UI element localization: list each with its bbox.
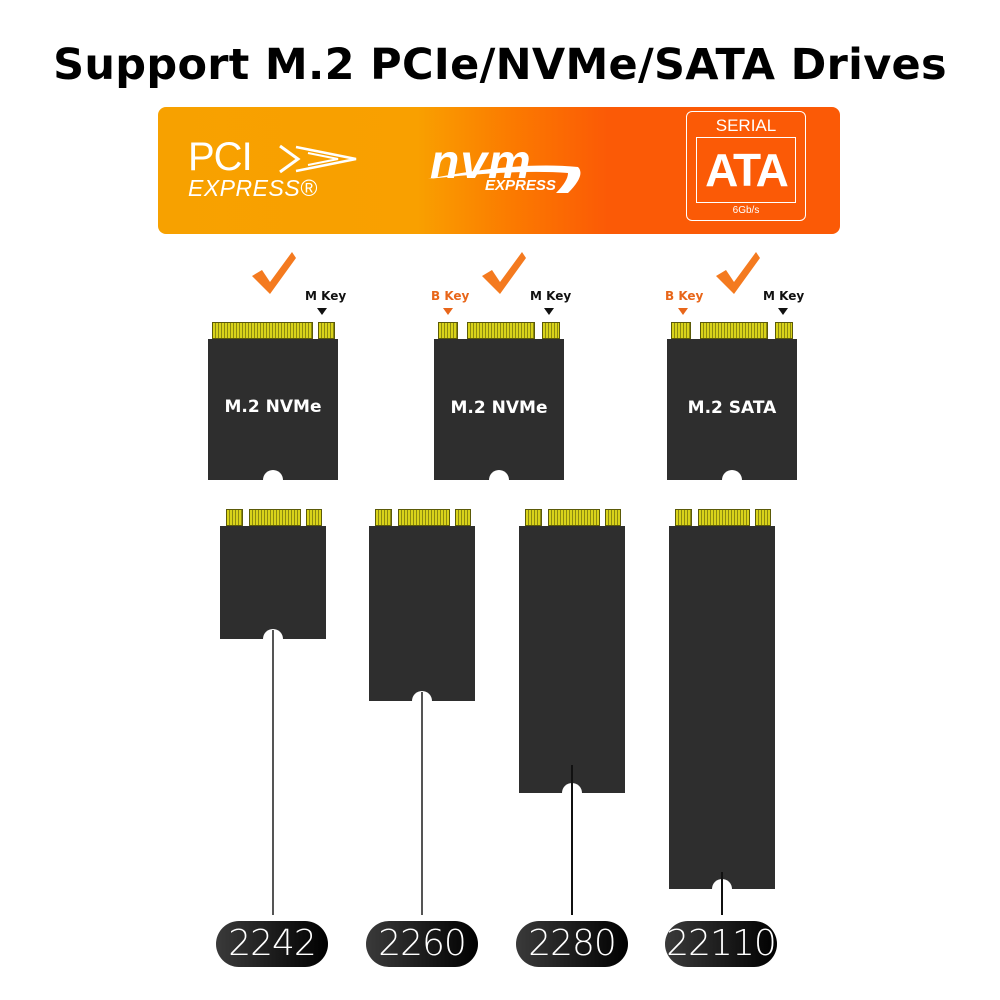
b-key-arrow-icon (443, 308, 453, 315)
size-card-2260 (369, 509, 475, 711)
gold-pins (306, 509, 322, 526)
nvm-text: nvm (430, 136, 532, 189)
check-icon (716, 252, 760, 294)
sata-ata-text: ATA (696, 137, 796, 203)
gold-pins (605, 509, 621, 526)
check-icon (482, 252, 526, 294)
m-key-label: M Key (763, 289, 805, 303)
sata-serial-text: SERIAL (715, 116, 777, 135)
size-card-2280 (519, 509, 625, 803)
gold-pins (318, 322, 335, 339)
m2-nvme-m-key-card: M.2 NVMe (208, 322, 338, 490)
card-label: M.2 NVMe (224, 397, 322, 417)
gold-pins (249, 509, 301, 526)
pcie-express-text: EXPRESS® (188, 175, 318, 201)
sata-speed-text: 6Gb/s (732, 205, 760, 216)
size-card-22110 (669, 509, 775, 899)
card-body (434, 339, 564, 480)
card-label: M.2 NVMe (450, 398, 548, 418)
nvm-express-text: EXPRESS (485, 177, 556, 194)
m-key-label: M Key (530, 289, 572, 303)
card-body (669, 526, 775, 889)
card-body (220, 526, 326, 639)
m2-nvme-bm-key-card: M.2 NVMe (434, 322, 564, 490)
mounting-notch (722, 470, 742, 490)
gold-pins (455, 509, 471, 526)
b-key-label: B Key (431, 289, 470, 303)
gold-pins (775, 322, 793, 339)
interface-logo-banner: PCI EXPRESS® nvm EXPRESS SERIAL ATA 6Gb/… (158, 107, 840, 234)
size-leader-line (421, 692, 423, 915)
m-key-arrow-icon (544, 308, 554, 315)
card-body (208, 339, 338, 480)
size-leader-line (721, 872, 723, 915)
page-title: Support M.2 PCIe/NVMe/SATA Drives (53, 40, 947, 90)
m2-sata-bm-key-card: M.2 SATA (667, 322, 797, 490)
pcie-logo: PCI EXPRESS® (188, 135, 357, 201)
nvme-logo: nvm EXPRESS (428, 136, 581, 194)
pcie-logo-text: PCI (188, 135, 253, 179)
size-badge-2242: 2242 (216, 921, 328, 967)
mounting-notch (263, 470, 283, 490)
m-key-arrow-icon (317, 308, 327, 315)
m-key-label: M Key (305, 289, 347, 303)
gold-pins (438, 322, 458, 339)
size-badge-22110: 22110 (665, 921, 777, 967)
gold-pins (542, 322, 560, 339)
size-badge-2260: 2260 (366, 921, 478, 967)
m-key-arrow-icon (778, 308, 788, 315)
gold-pins (755, 509, 771, 526)
gold-pins (675, 509, 692, 526)
card-body (369, 526, 475, 701)
gold-pins (375, 509, 392, 526)
gold-pins (700, 322, 768, 339)
sata-logo: SERIAL ATA 6Gb/s (686, 111, 806, 221)
gold-pins (467, 322, 535, 339)
size-leader-line (272, 630, 274, 915)
gold-pins (398, 509, 450, 526)
b-key-label: B Key (665, 289, 704, 303)
gold-pins (671, 322, 691, 339)
b-key-arrow-icon (678, 308, 688, 315)
gold-pins (525, 509, 542, 526)
gold-pins (226, 509, 243, 526)
pcie-chevron-icon (279, 144, 357, 174)
mounting-notch (489, 470, 509, 490)
size-card-2242 (220, 509, 326, 649)
check-icon (252, 252, 296, 294)
card-label: M.2 SATA (687, 398, 777, 418)
gold-pins (212, 322, 313, 339)
card-body (519, 526, 625, 793)
gold-pins (548, 509, 600, 526)
nvme-swoosh-icon (428, 165, 581, 193)
card-body (667, 339, 797, 480)
size-badge-2280: 2280 (516, 921, 628, 967)
size-leader-line (571, 765, 573, 915)
gold-pins (698, 509, 750, 526)
